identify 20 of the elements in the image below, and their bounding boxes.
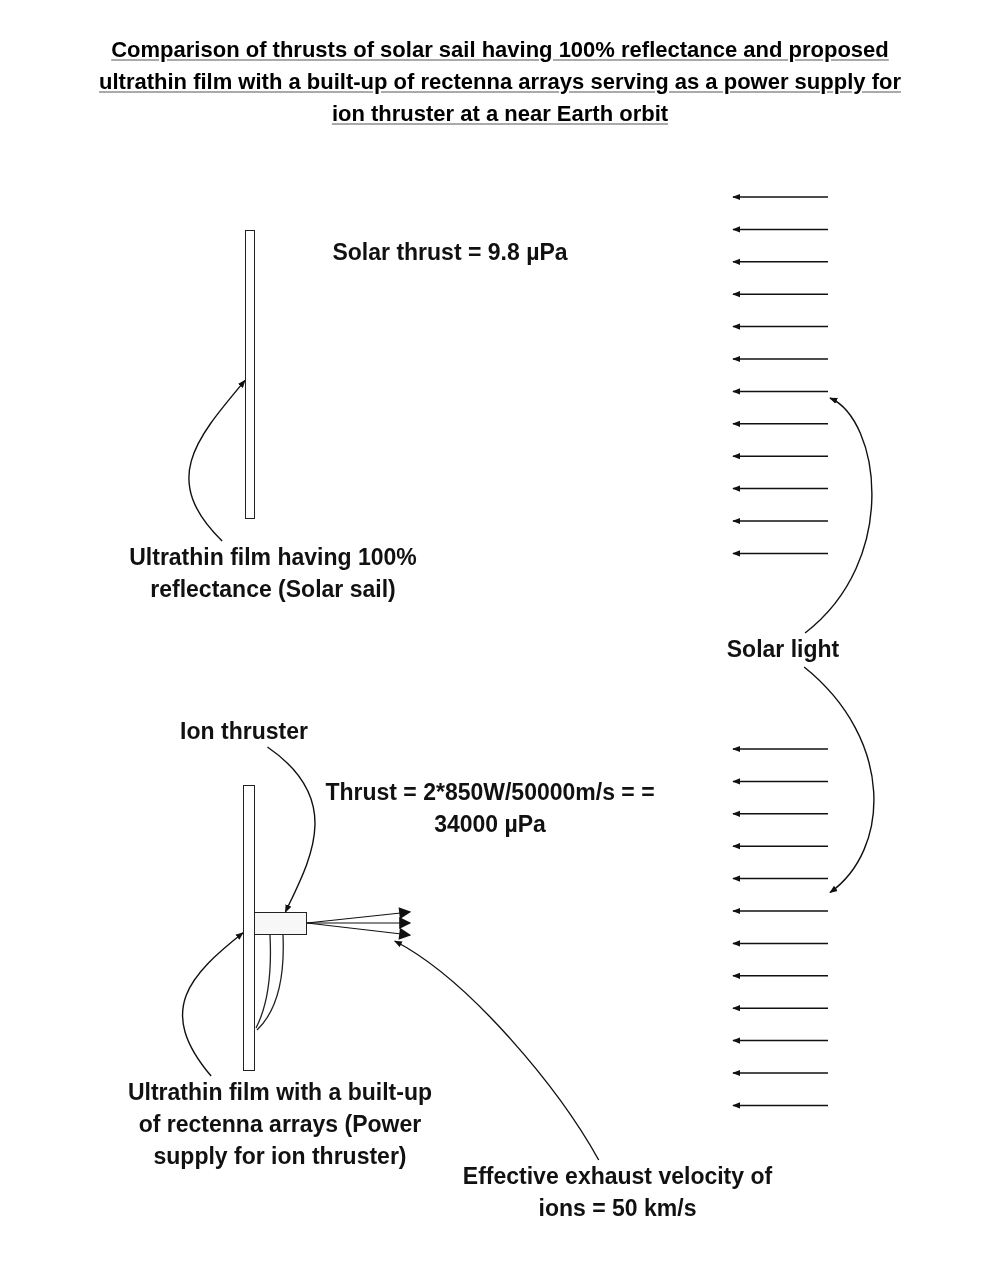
thrust-formula: Thrust = 2*850W/50000m/s = = 34000 µPa [324,778,656,839]
light-rays-drawing [732,193,829,557]
callout-text: Solar light [712,633,854,667]
leader-line [181,932,244,1077]
light-rays-drawing [732,745,829,1109]
callout-text: Ultrathin film with a built-up of rectenna arrays (Power supply for ion thruster) [120,1076,440,1238]
leader-line [803,666,875,894]
callout-text: Ultrathin film having 100% reflectance (Solar sail) [118,541,428,641]
thrust-formula: Solar thrust = 9.8 µPa [331,238,569,267]
callout-text: Effective exhaust velocity of ions = 50 km/s [440,1160,795,1228]
exhaust-jets-drawing [306,907,412,940]
film-panel [243,785,255,1071]
film-panel [245,230,255,519]
leader-line [266,746,316,913]
callout-text: Ion thruster [160,715,328,747]
leader-line [394,940,600,1161]
diagram-title: Comparison of thrusts of solar sail having 100% reflectance and proposed ultrathin film with a built-up of rectenna arrays serving as a power supply for ion thruster at a near Earth orbit [98,36,902,128]
leader-line [804,397,873,634]
leader-line [188,379,246,542]
thruster-box [253,912,307,935]
